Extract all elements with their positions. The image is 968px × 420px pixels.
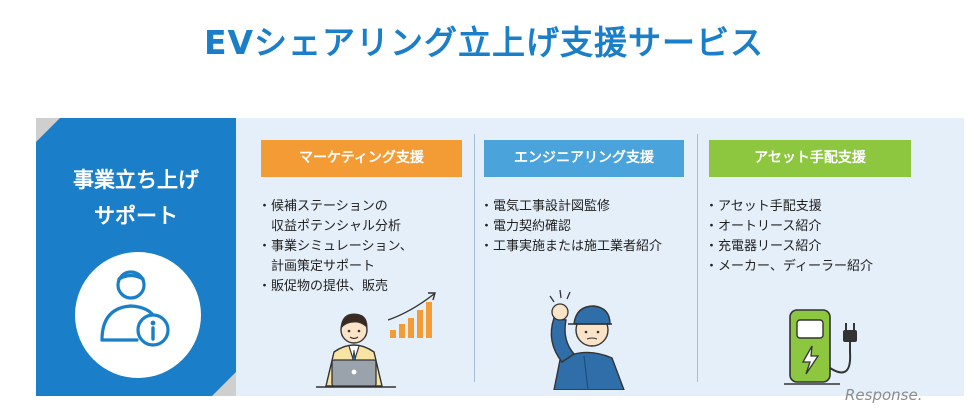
- list-item: ・オートリース紹介: [705, 219, 822, 234]
- business-launch-label: 事業立ち上げ: [73, 168, 199, 192]
- column-divider-2: [697, 134, 698, 382]
- marketing-support-header: マーケティング支援: [261, 140, 462, 177]
- asset-arrangement-header: アセット手配支援: [709, 140, 911, 177]
- list-item: ・アセット手配支援: [705, 199, 822, 214]
- corner-accent-top: [36, 118, 60, 142]
- businessman-laptop-icon: [316, 290, 446, 394]
- list-item: ・候補ステーションの: [258, 199, 388, 214]
- list-item: 収益ポテンシャル分析: [258, 219, 402, 234]
- engineer-worker-icon: [532, 282, 642, 394]
- engineering-support-header: エンジニアリング支援: [484, 140, 684, 177]
- list-item: ・事業シミュレーション、: [258, 239, 413, 254]
- ev-charger-icon: [782, 308, 882, 394]
- column-divider-1: [474, 134, 475, 382]
- response-watermark: Response.: [845, 386, 923, 404]
- page-title: EVシェアリング立上げ支援サービス: [203, 23, 765, 62]
- list-item: 計画策定サポート: [258, 259, 376, 274]
- list-item: ・工事実施または施工業者紹介: [480, 239, 663, 254]
- list-item: ・電気工事設計図監修: [480, 199, 611, 214]
- corner-accent-bottom: [212, 372, 236, 396]
- list-item: ・電力契約確認: [480, 219, 572, 234]
- person-info-icon: [75, 252, 201, 378]
- list-item: ・充電器リース紹介: [705, 239, 822, 254]
- list-item: ・販促物の提供、販売: [258, 279, 389, 294]
- list-item: ・メーカー、ディーラー紹介: [705, 259, 873, 274]
- support-label: サポート: [94, 204, 178, 228]
